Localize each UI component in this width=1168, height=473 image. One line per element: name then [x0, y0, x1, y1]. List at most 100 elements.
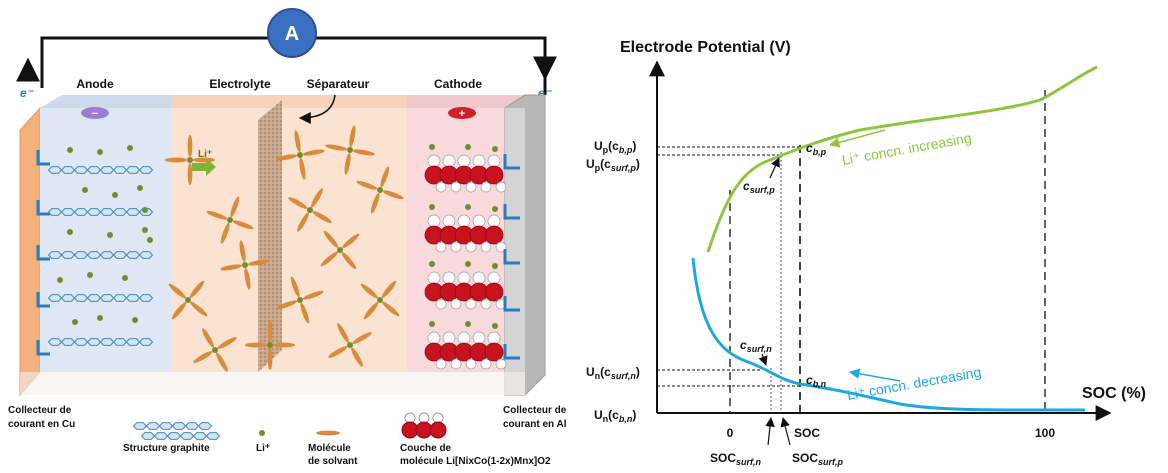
graphite-hex	[166, 432, 182, 440]
oxygen-atom	[457, 154, 471, 168]
solvent-molecule	[187, 163, 193, 185]
li-dot	[307, 207, 313, 213]
graphite-hex	[60, 251, 76, 259]
solvent-molecule	[349, 125, 356, 148]
graphite-hex	[86, 251, 102, 259]
graphite-hex	[197, 422, 213, 430]
oxygen-atom	[442, 271, 456, 285]
negative-electrode-curve	[691, 257, 1086, 412]
graphite-hex	[47, 251, 63, 259]
oxygen-atom	[495, 181, 507, 193]
li-dot	[492, 206, 498, 212]
svg-text:+: +	[459, 108, 465, 120]
li-dot	[82, 187, 88, 193]
ammeter-label: A	[285, 23, 299, 45]
c-surfn-pointer	[758, 353, 768, 366]
ammeter-icon: A	[267, 8, 317, 58]
oxygen-atom	[450, 241, 462, 253]
oxygen-atom	[427, 271, 441, 285]
graphite-hex	[138, 338, 154, 346]
solvent-molecule	[380, 166, 390, 188]
label-c-surfp: csurf,p	[743, 179, 775, 195]
graphite-hex	[145, 422, 161, 430]
electron-arrow-left	[36, 150, 50, 166]
graphite-hex	[73, 166, 89, 174]
label-soc-surf-n: SOCsurf,n	[710, 451, 762, 467]
svg-text:Li⁺: Li⁺	[198, 149, 212, 160]
solvent-molecule	[328, 346, 348, 358]
metal-atom	[484, 282, 504, 302]
metal-atom	[484, 342, 504, 362]
solvent-molecule	[190, 301, 208, 317]
legend-solvent-line2: de solvant	[308, 456, 358, 467]
solvent-molecule	[267, 320, 273, 342]
anode-li-dots	[57, 145, 153, 325]
solvent-molecule	[297, 212, 309, 232]
electrolyte-particles	[165, 125, 404, 372]
metal-atom	[484, 165, 504, 185]
cathode-terminal-icon: +	[448, 107, 476, 120]
graphite-hex	[125, 251, 141, 259]
electron-label-left: e⁻	[20, 86, 35, 100]
li-dot	[112, 192, 118, 198]
graphite-hex	[73, 251, 89, 259]
oxygen-atom	[435, 181, 447, 193]
graphite-hex	[132, 422, 148, 430]
graphite-hex	[112, 251, 128, 259]
soc-surf-n-pointer	[765, 417, 775, 446]
oxygen-atom	[487, 271, 501, 285]
solvent-molecule	[300, 302, 310, 324]
li-dot	[87, 272, 93, 278]
battery-diagram: A e⁻ e⁻ Anode Electrolyte Sép	[8, 8, 567, 467]
solvent-molecule	[206, 210, 228, 220]
oxygen-atom	[435, 241, 447, 253]
anode-terminal-icon: −	[81, 107, 109, 120]
li-dot	[492, 146, 498, 152]
electron-arrows	[36, 150, 520, 360]
li-dot	[465, 144, 471, 150]
graphite-hex	[60, 166, 76, 174]
soc-surf-p-pointer	[780, 417, 791, 446]
oxygen-atom	[487, 331, 501, 345]
graphite-hex	[86, 208, 102, 216]
li-dot	[377, 297, 383, 303]
metal-atom	[429, 421, 447, 439]
li-dot	[67, 147, 73, 153]
graphite-hex	[60, 294, 76, 302]
oxygen-atom	[487, 214, 501, 228]
oxygen-atom	[465, 298, 477, 310]
positive-electrode-curve	[706, 65, 1098, 253]
li-dot	[429, 261, 435, 267]
li-dot	[142, 227, 148, 233]
li-dot	[377, 187, 383, 193]
graphite-hex	[60, 338, 76, 346]
solvent-molecule	[302, 290, 324, 300]
label-c-surfn: csurf,n	[740, 338, 772, 354]
li-dot	[429, 321, 435, 327]
li-ion-flow-arrow: Li⁺	[192, 149, 216, 176]
li-dot	[465, 261, 471, 267]
li-dot	[132, 317, 138, 323]
graphite-hex	[73, 294, 89, 302]
oxygen-atom	[427, 331, 441, 345]
li-dot	[97, 149, 103, 155]
graphite-hex	[47, 208, 63, 216]
neg-direction-arrow	[848, 368, 901, 382]
graphite-hex	[86, 166, 102, 174]
solvent-molecule	[276, 300, 298, 310]
legend-al-line2: courant en Al	[503, 419, 567, 430]
graphite-hex	[60, 208, 76, 216]
li-dot	[465, 204, 471, 210]
oxygen-atom	[495, 358, 507, 370]
solvent-molecule	[356, 180, 378, 190]
li-dot	[337, 247, 343, 253]
pos-direction-arrow	[828, 129, 886, 148]
solvent-molecule	[382, 190, 404, 200]
li-dot	[297, 152, 303, 158]
li-dot	[97, 315, 103, 321]
solvent-molecule	[220, 264, 243, 271]
solvent-molecule	[171, 302, 187, 320]
legend-li-dot-icon	[259, 430, 265, 436]
graphite-hex	[192, 432, 208, 440]
legend-al-line1: Collecteur de	[503, 405, 567, 416]
